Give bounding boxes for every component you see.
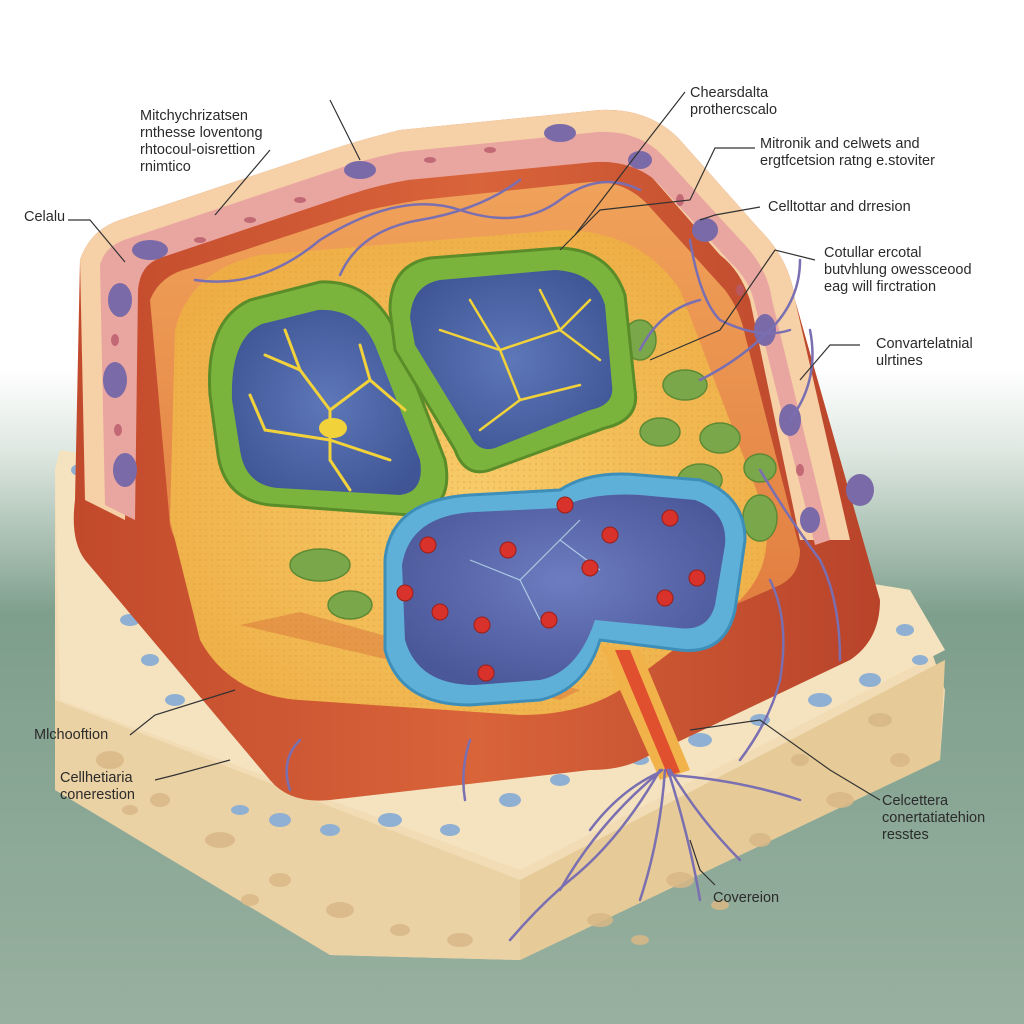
nucleus	[383, 472, 747, 707]
label-cotullar: Cotullar ercotal butvhlung owessceood ea…	[824, 245, 972, 296]
label-line: rnthesse loventong	[140, 125, 263, 141]
label-celltottar: Celltottar and drresion	[768, 199, 911, 215]
label-line: resstes	[882, 827, 929, 843]
label-line: rhtocoul-oisrettion	[140, 142, 256, 158]
label-line: Chearsdalta	[690, 85, 769, 101]
label-line: Cotullar ercotal	[824, 245, 922, 261]
label-cellhetiaria: Cellhetiaria conerestion	[60, 770, 135, 804]
conduit	[600, 645, 690, 780]
label-line: Mitronik and celwets and	[760, 136, 920, 152]
label-line: Celcettera	[882, 793, 949, 809]
label-mitronik: Mitronik and celwets and ergtfcetsion ra…	[760, 136, 935, 170]
chloroplast-right	[388, 246, 638, 474]
leader-lines	[68, 91, 881, 886]
label-line: Mitchychrizatsen	[140, 108, 248, 124]
label-mlchooftion: Mlchooftion	[34, 727, 109, 743]
label-line: ergtfcetsion ratng e.stoviter	[760, 153, 935, 169]
label-line: prothercscalo	[690, 102, 778, 118]
label-convartelatnial: Convartelatnial ulrtines	[876, 336, 973, 370]
label-covereion: Covereion	[713, 890, 780, 906]
chloroplast-left	[208, 280, 449, 517]
label-line: Cellhetiaria	[60, 770, 133, 786]
label-line: conertatiatehion	[882, 810, 986, 826]
label-celcettera: Celcettera conertatiatehion resstes	[882, 793, 985, 844]
label-mitochondria-top: Mitchychrizatsen rnthesse loventong rhto…	[140, 108, 263, 176]
label-line: Convartelatnial	[876, 336, 973, 352]
vessels	[193, 178, 842, 942]
chloroplast-small	[289, 319, 778, 620]
label-line: butvhlung owessceood	[824, 262, 972, 278]
label-line: eag will firctration	[824, 279, 937, 295]
label-cell: Celalu	[24, 209, 66, 225]
nucleus-dots	[396, 496, 706, 682]
label-line: rnimtico	[140, 159, 191, 175]
label-line: ulrtines	[876, 353, 923, 369]
label-line: conerestion	[60, 787, 135, 803]
label-chloroplast-top: Chearsdalta prothercscalo	[690, 85, 777, 119]
